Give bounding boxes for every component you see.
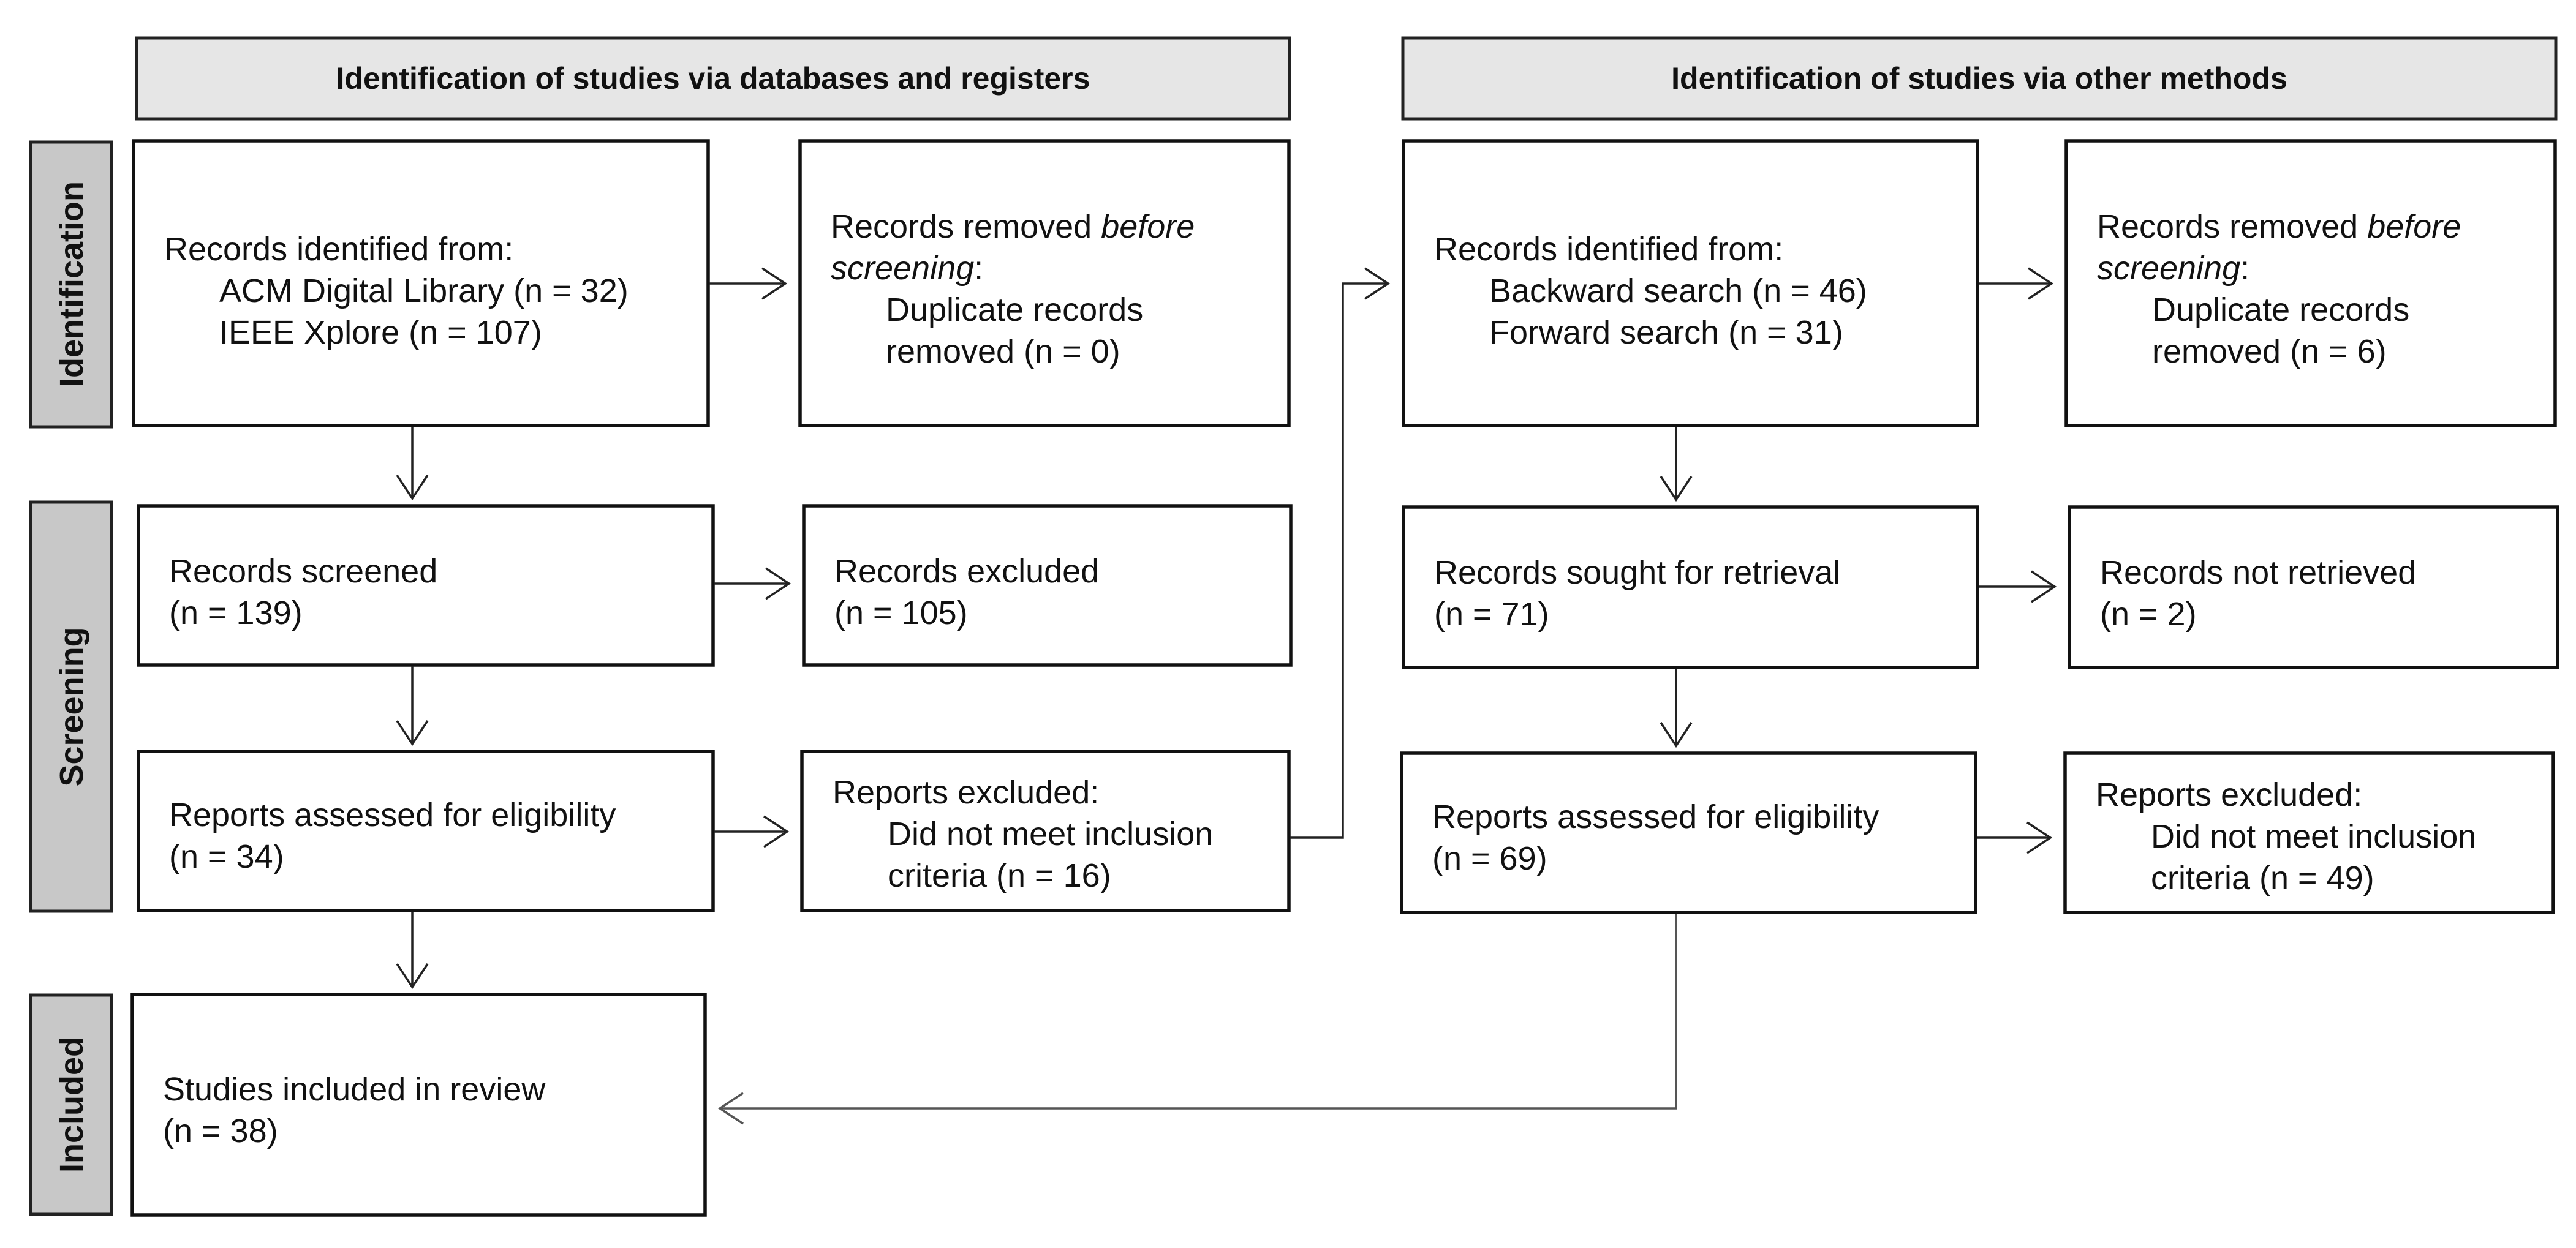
header-other-methods-text: Identification of studies via other meth…	[1671, 61, 2287, 96]
header-databases-text: Identification of studies via databases …	[336, 61, 1090, 96]
left-records-excluded-line1: Records excluded	[834, 553, 1099, 590]
right-records-not-retrieved-line1: Records not retrieved	[2100, 554, 2416, 591]
stage-screening: Screening	[29, 500, 113, 913]
studies-included-line1: Studies included in review	[163, 1071, 546, 1108]
left-records-removed-line1: Records removed before	[831, 208, 1195, 245]
left-records-identified-line1: Records identified from:	[164, 231, 513, 268]
stage-identification-label: Identification	[53, 181, 90, 387]
right-records-identified-line3: Forward search (n = 31)	[1489, 314, 1843, 351]
arrow-right-assessed-to-excluded	[1977, 821, 2053, 854]
left-records-excluded-box: Records excluded (n = 105)	[802, 504, 1293, 667]
arrow-right-identified-to-sought	[1660, 427, 1693, 502]
left-records-removed-line2: screening:	[831, 250, 983, 287]
right-records-removed-line4: removed (n = 6)	[2152, 333, 2387, 370]
right-records-sought-line1: Records sought for retrieval	[1434, 554, 1840, 591]
right-records-removed-box: Records removed before screening: Duplic…	[2064, 139, 2557, 427]
arrow-left-identified-to-screened	[396, 427, 429, 501]
right-records-removed-line3: Duplicate records	[2152, 291, 2409, 328]
left-records-identified-line2: ACM Digital Library (n = 32)	[219, 273, 629, 309]
arrow-left-screened-to-assessed	[396, 666, 429, 746]
left-reports-excluded-line2: Did not meet inclusion	[888, 816, 1213, 852]
header-databases: Identification of studies via databases …	[135, 36, 1291, 121]
arrow-left-identified-to-removed	[709, 267, 788, 300]
studies-included-line2: (n = 38)	[163, 1113, 278, 1149]
left-records-removed-box: Records removed before screening: Duplic…	[798, 139, 1291, 427]
left-records-screened-line1: Records screened	[169, 553, 437, 590]
stage-included: Included	[29, 993, 113, 1216]
left-reports-assessed-box: Reports assessed for eligibility (n = 34…	[137, 750, 715, 912]
right-records-not-retrieved-box: Records not retrieved (n = 2)	[2068, 505, 2559, 669]
left-records-excluded-line2: (n = 105)	[834, 595, 968, 631]
left-records-removed-line4: removed (n = 0)	[886, 333, 1120, 370]
right-records-identified-line1: Records identified from:	[1434, 231, 1783, 268]
left-reports-excluded-line3: criteria (n = 16)	[888, 857, 1111, 894]
right-reports-excluded-line3: criteria (n = 49)	[2151, 860, 2374, 897]
left-reports-assessed-line2: (n = 34)	[169, 838, 284, 875]
left-records-screened-line2: (n = 139)	[169, 595, 303, 631]
arrow-right-sought-to-not-retrieved	[1979, 570, 2057, 603]
header-other-methods: Identification of studies via other meth…	[1401, 36, 2558, 121]
arrow-left-assessed-to-included	[396, 912, 429, 990]
arrow-right-assessed-to-included	[717, 914, 1677, 1125]
stage-identification: Identification	[29, 140, 113, 429]
right-reports-excluded-line1: Reports excluded:	[2096, 776, 2362, 813]
arrow-right-identified-to-removed	[1979, 267, 2054, 300]
left-records-screened-box: Records screened (n = 139)	[137, 504, 715, 667]
left-records-identified-box: Records identified from: ACM Digital Lib…	[132, 139, 710, 427]
right-records-not-retrieved-line2: (n = 2)	[2100, 596, 2197, 633]
right-records-removed-line1: Records removed before	[2097, 208, 2461, 245]
right-reports-assessed-box: Reports assessed for eligibility (n = 69…	[1400, 751, 1977, 914]
right-reports-assessed-line1: Reports assessed for eligibility	[1432, 799, 1879, 835]
right-reports-excluded-line2: Did not meet inclusion	[2151, 818, 2476, 855]
left-reports-excluded-line1: Reports excluded:	[833, 774, 1099, 811]
right-records-sought-box: Records sought for retrieval (n = 71)	[1402, 505, 1979, 669]
arrow-left-assessed-to-excluded	[714, 815, 790, 848]
left-reports-excluded-box: Reports excluded: Did not meet inclusion…	[800, 750, 1291, 912]
stage-screening-label: Screening	[53, 626, 90, 786]
left-records-removed-line3: Duplicate records	[886, 291, 1143, 328]
studies-included-box: Studies included in review (n = 38)	[130, 993, 707, 1217]
arrow-left-screened-to-excluded	[714, 567, 791, 600]
right-records-identified-line2: Backward search (n = 46)	[1489, 273, 1867, 309]
right-records-sought-line2: (n = 71)	[1434, 596, 1549, 633]
arrow-left-excluded-to-right-identified	[1290, 267, 1391, 839]
stage-included-label: Included	[53, 1037, 90, 1173]
right-records-removed-line2: screening:	[2097, 250, 2249, 287]
left-records-identified-line3: IEEE Xplore (n = 107)	[219, 314, 542, 351]
left-reports-assessed-line1: Reports assessed for eligibility	[169, 797, 616, 833]
right-records-identified-box: Records identified from: Backward search…	[1402, 139, 1979, 427]
right-reports-assessed-line2: (n = 69)	[1432, 840, 1547, 877]
right-reports-excluded-box: Reports excluded: Did not meet inclusion…	[2063, 751, 2555, 914]
arrow-right-sought-to-assessed	[1660, 669, 1693, 748]
